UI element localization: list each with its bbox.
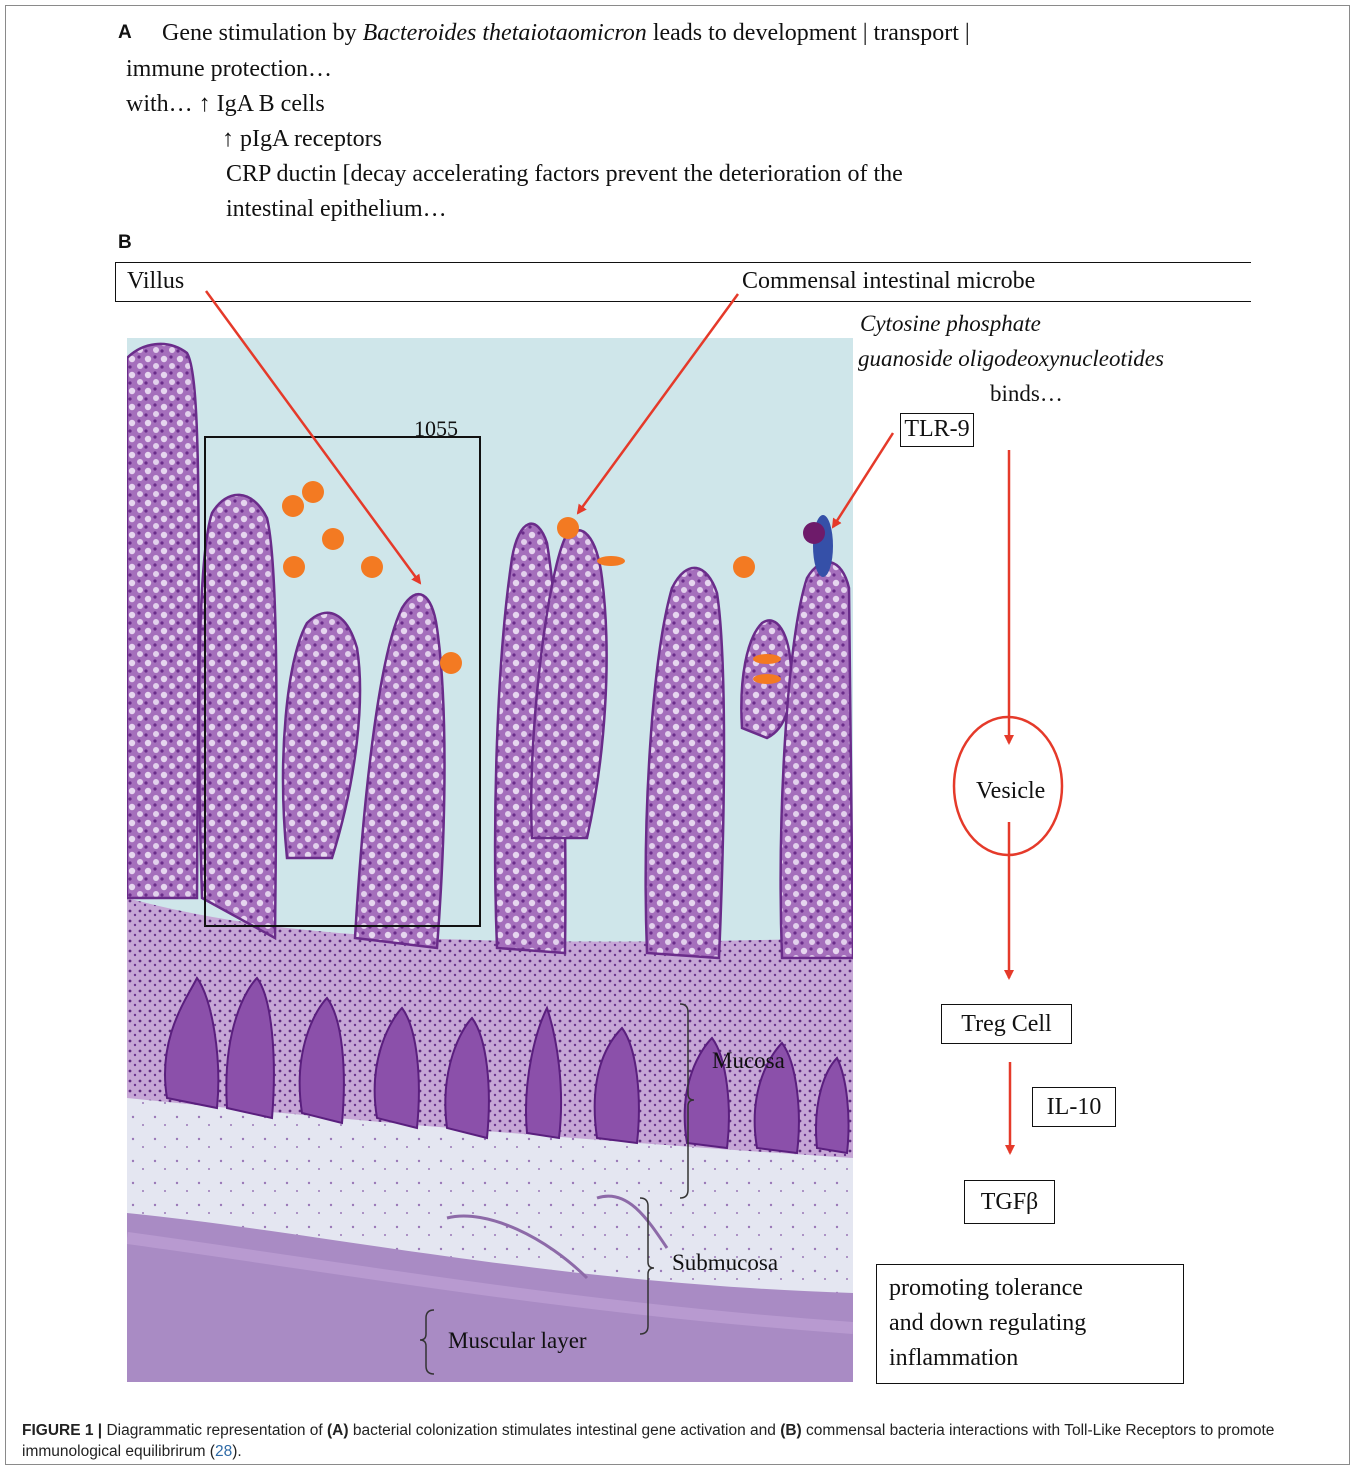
panel-a-line-4: ↑ pIgA receptors <box>222 124 382 154</box>
microbe-label: Commensal intestinal microbe <box>742 268 1035 295</box>
tlr9-box: TLR-9 <box>900 413 974 447</box>
histology-micrograph <box>127 338 853 1382</box>
outcome-box: promoting tolerance and down regulating … <box>876 1264 1184 1384</box>
panel-a-line-2: immune protection… <box>126 54 332 84</box>
citation-link[interactable]: 28 <box>215 1443 232 1460</box>
panel-b-label: B <box>118 232 132 254</box>
panel-a-line-5: CRP ductin [decay accelerating factors p… <box>226 159 903 189</box>
panel-a-line-6: intestinal epithelium… <box>226 194 447 224</box>
panel-a-line-3: with… ↑ IgA B cells <box>126 89 325 119</box>
panel-a-label: A <box>118 22 132 44</box>
figure-caption: FIGURE 1 | Diagrammatic representation o… <box>22 1420 1332 1462</box>
tgfb-box: TGFβ <box>964 1180 1055 1224</box>
caption-a: (A) <box>327 1422 349 1439</box>
species-name: Bacteroides thetaiotaomicron <box>363 20 647 46</box>
caption-figure-number: FIGURE 1 | <box>22 1422 102 1439</box>
outcome-line-2: and down regulating <box>889 1306 1171 1341</box>
outcome-line-3: inflammation <box>889 1341 1171 1376</box>
outcome-line-1: promoting tolerance <box>889 1271 1171 1306</box>
label-bar <box>115 262 1251 302</box>
treg-cell-box: Treg Cell <box>941 1004 1072 1044</box>
il10-box: IL-10 <box>1032 1087 1116 1127</box>
villus-label: Villus <box>127 268 184 295</box>
panel-a-line-1: Gene stimulation by Bacteroides thetaiot… <box>162 18 970 48</box>
caption-b: (B) <box>780 1422 802 1439</box>
